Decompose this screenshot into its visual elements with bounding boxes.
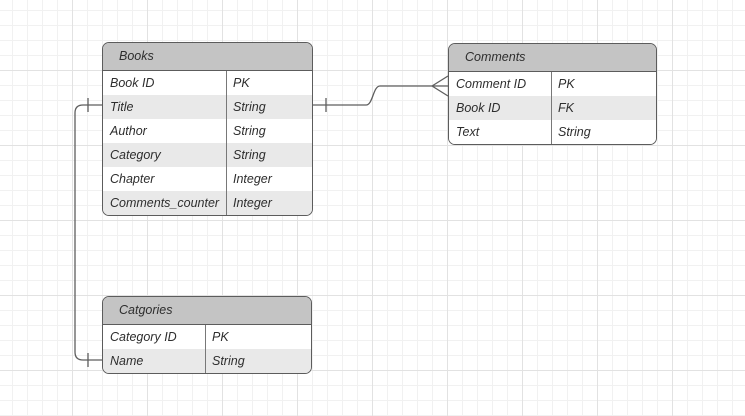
field-name: Comment ID — [449, 72, 552, 96]
field-name: Title — [103, 95, 227, 119]
connector-books-catgories[interactable] — [74, 98, 102, 367]
field-name: Name — [103, 349, 206, 373]
table-row[interactable]: Book ID PK — [103, 71, 312, 95]
table-rows: Category ID PK Name String — [103, 325, 311, 373]
table-row[interactable]: Chapter Integer — [103, 167, 312, 191]
table-title[interactable]: Comments — [449, 44, 656, 72]
connector-line — [74, 104, 102, 361]
table-row[interactable]: Name String — [103, 349, 311, 373]
field-type: PK — [233, 76, 250, 90]
entity-table-books[interactable]: Books Book ID PK Title String Author Str… — [102, 42, 313, 216]
table-title[interactable]: Catgories — [103, 297, 311, 325]
connector-line — [313, 85, 432, 106]
table-row[interactable]: Text String — [449, 120, 656, 144]
connector-books-comments[interactable] — [313, 75, 449, 112]
table-row[interactable]: Book ID FK — [449, 96, 656, 120]
table-title[interactable]: Books — [103, 43, 312, 71]
field-name: Text — [449, 120, 552, 144]
field-type: Integer — [233, 196, 272, 210]
field-name: Chapter — [103, 167, 227, 191]
field-name: Book ID — [449, 96, 552, 120]
table-row[interactable]: Title String — [103, 95, 312, 119]
field-type: String — [233, 148, 266, 162]
table-rows: Comment ID PK Book ID FK Text String — [449, 72, 656, 144]
field-name: Book ID — [103, 71, 227, 95]
field-type: String — [233, 124, 266, 138]
field-type: String — [558, 125, 591, 139]
field-type: FK — [558, 101, 574, 115]
field-type: String — [233, 100, 266, 114]
table-row[interactable]: Category ID PK — [103, 325, 311, 349]
table-row[interactable]: Comment ID PK — [449, 72, 656, 96]
entity-table-catgories[interactable]: Catgories Category ID PK Name String — [102, 296, 312, 374]
table-row[interactable]: Author String — [103, 119, 312, 143]
table-row[interactable]: Category String — [103, 143, 312, 167]
entity-table-comments[interactable]: Comments Comment ID PK Book ID FK Text S… — [448, 43, 657, 145]
field-name: Category ID — [103, 325, 206, 349]
crow-foot-many-icon — [431, 75, 449, 97]
field-type: Integer — [233, 172, 272, 186]
field-name: Category — [103, 143, 227, 167]
table-row[interactable]: Comments_counter Integer — [103, 191, 312, 215]
field-type: String — [212, 354, 245, 368]
table-rows: Book ID PK Title String Author String Ca… — [103, 71, 312, 215]
field-name: Author — [103, 119, 227, 143]
field-type: PK — [558, 77, 575, 91]
field-type: PK — [212, 330, 229, 344]
field-name: Comments_counter — [103, 191, 227, 215]
